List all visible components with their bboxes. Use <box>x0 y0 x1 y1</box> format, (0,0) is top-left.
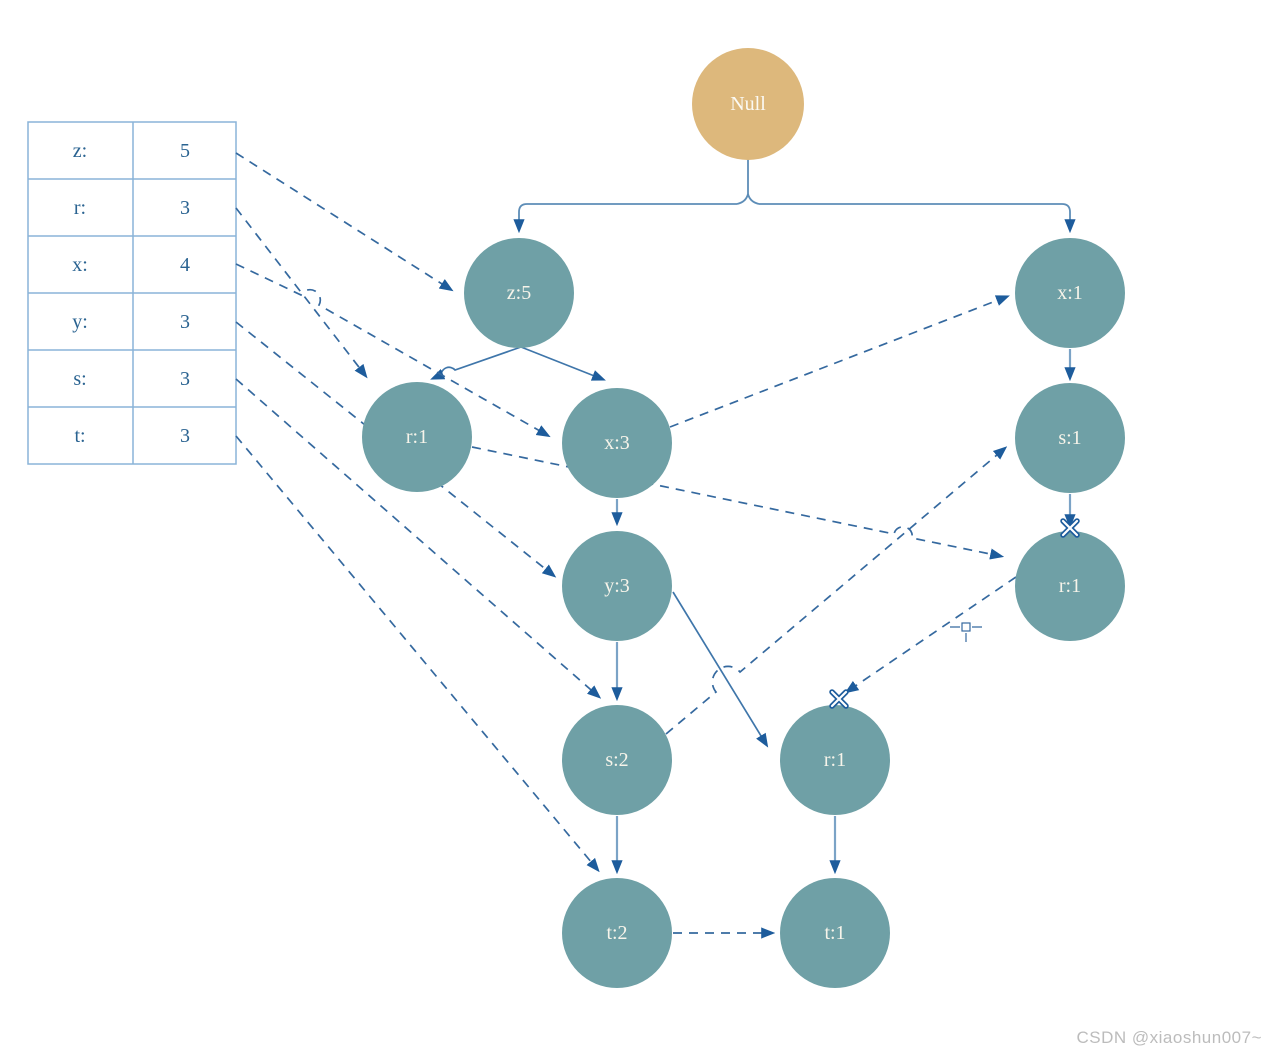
tree-node-x3: x:3 <box>562 388 672 498</box>
z5-node-circle <box>464 238 574 348</box>
r1-left-node-circle <box>362 382 472 492</box>
t1-node-label: t:1 <box>824 922 845 944</box>
s2-node-circle <box>562 705 672 815</box>
r1-left-node-label: r:1 <box>406 426 428 448</box>
link-r1left-to-r1right <box>471 446 1005 560</box>
x-cross-marker-s1-r1right <box>1060 518 1080 538</box>
t1-node-circle <box>780 878 890 988</box>
link-s-to-s2 <box>235 378 602 699</box>
edge-null-z5 <box>513 203 737 234</box>
tree-node-s2: s:2 <box>562 705 672 815</box>
edge-null-flare <box>736 193 760 205</box>
handle-artifact <box>950 622 982 642</box>
edge-z5-x3 <box>520 346 606 381</box>
tree-node-r1-left: r:1 <box>362 382 472 492</box>
edge-y3-r1mid <box>672 591 769 748</box>
table-item-s: s: <box>73 368 86 390</box>
table-count-y: 3 <box>180 311 190 333</box>
r1-right-node-circle <box>1015 531 1125 641</box>
edge-null-x1 <box>759 203 1076 234</box>
t2-node-circle <box>562 878 672 988</box>
table-count-r: 3 <box>180 197 190 219</box>
r1-mid-node-circle <box>780 705 890 815</box>
link-x3-to-x1 <box>669 295 1010 428</box>
table-count-s: 3 <box>180 368 190 390</box>
tree-node-t1: t:1 <box>780 878 890 988</box>
link-y-to-y3 <box>235 321 557 578</box>
table-count-t: 3 <box>180 425 190 447</box>
header-table-gridlines <box>28 122 236 464</box>
r1-right-node-label: r:1 <box>1059 575 1081 597</box>
link-z-to-z5 <box>235 152 454 292</box>
tree-node-null: Null <box>692 48 804 160</box>
z5-node-label: z:5 <box>507 282 531 304</box>
link-r-to-r1left <box>235 207 368 379</box>
table-item-t: t: <box>74 425 85 447</box>
tree-node-t2: t:2 <box>562 878 672 988</box>
s1-node-circle <box>1015 383 1125 493</box>
tree-node-s1: s:1 <box>1015 383 1125 493</box>
x-cross-marker-r1mid <box>829 689 849 709</box>
link-s2-to-s1 <box>665 446 1008 735</box>
y3-node-label: y:3 <box>604 575 630 597</box>
table-count-z: 5 <box>180 140 190 162</box>
table-item-z: z: <box>73 140 87 162</box>
s1-node-label: s:1 <box>1058 427 1081 449</box>
y3-node-circle <box>562 531 672 641</box>
x1-node-label: x:1 <box>1057 282 1083 304</box>
x1-node-circle <box>1015 238 1125 348</box>
tree-node-y3: y:3 <box>562 531 672 641</box>
csdn-watermark: CSDN @xiaoshun007~ <box>1076 1028 1262 1047</box>
t2-node-label: t:2 <box>606 922 627 944</box>
link-r1right-to-r1mid <box>844 576 1017 694</box>
link-x-to-x3 <box>235 263 551 438</box>
x3-node-circle <box>562 388 672 498</box>
header-links <box>235 152 1017 939</box>
header-table: z: 5 r: 3 x: 4 y: 3 s: 3 t: 3 <box>27 121 237 465</box>
tree-node-x1: x:1 <box>1015 238 1125 348</box>
tree-node-r1-mid: r:1 <box>780 705 890 815</box>
s2-node-label: s:2 <box>605 749 628 771</box>
table-count-x: 4 <box>180 254 190 276</box>
tree-edges <box>430 159 1076 875</box>
x3-node-label: x:3 <box>604 432 630 454</box>
link-t-to-t2 <box>235 435 600 873</box>
null-node-label: Null <box>730 93 766 115</box>
tree-nodes: Null z:5 x:1 r:1 x:3 s:1 <box>362 48 1125 988</box>
table-item-x: x: <box>72 254 88 276</box>
tree-node-r1-right: r:1 <box>1015 531 1125 641</box>
table-item-r: r: <box>74 197 86 219</box>
null-node-circle <box>692 48 804 160</box>
tree-node-z5: z:5 <box>464 238 574 348</box>
table-item-y: y: <box>72 311 88 333</box>
r1-mid-node-label: r:1 <box>824 749 846 771</box>
edge-z5-r1left <box>430 346 522 380</box>
